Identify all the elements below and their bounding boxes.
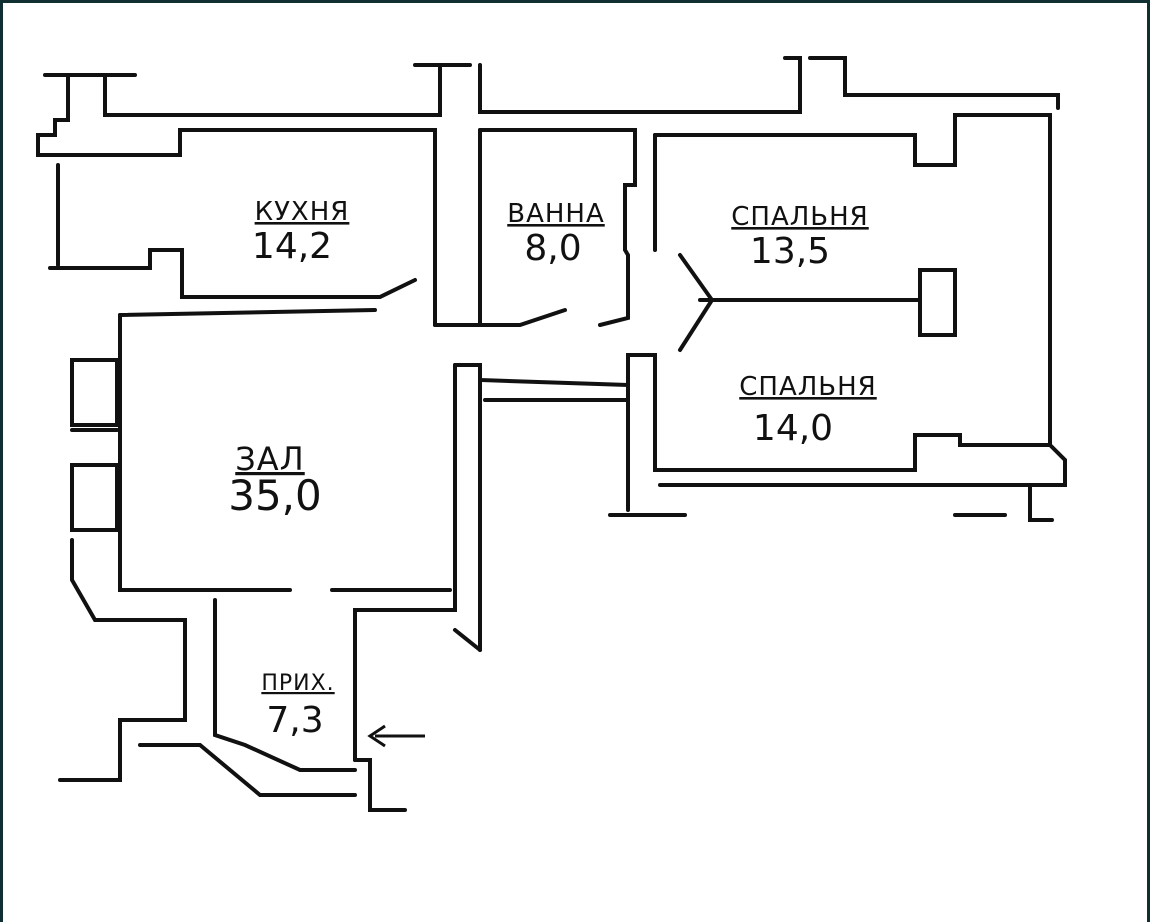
- entrance-arrow: [367, 724, 425, 748]
- room-hall: ЗАЛ 35,0: [228, 440, 322, 520]
- room-area: 8,0: [524, 228, 581, 269]
- room-area: 7,3: [266, 700, 323, 741]
- room-name: КУХНЯ: [255, 197, 350, 227]
- room-area: 13,5: [750, 231, 830, 272]
- room-bedroom-1: СПАЛЬНЯ 13,5: [731, 202, 869, 272]
- room-name: ПРИХ.: [261, 671, 334, 696]
- room-bathroom: ВАННА 8,0: [507, 199, 605, 269]
- room-name: ВАННА: [507, 199, 605, 229]
- room-area: 14,2: [252, 226, 332, 267]
- room-area: 14,0: [753, 408, 833, 449]
- room-kitchen: КУХНЯ 14,2: [252, 197, 350, 267]
- room-name: СПАЛЬНЯ: [731, 202, 869, 232]
- room-name: ЗАЛ: [235, 440, 304, 478]
- room-name: СПАЛЬНЯ: [739, 372, 877, 402]
- room-area: 35,0: [228, 471, 322, 520]
- room-bedroom-2: СПАЛЬНЯ 14,0: [739, 372, 877, 449]
- walls: [36, 56, 1067, 812]
- room-entry: ПРИХ. 7,3: [261, 671, 334, 741]
